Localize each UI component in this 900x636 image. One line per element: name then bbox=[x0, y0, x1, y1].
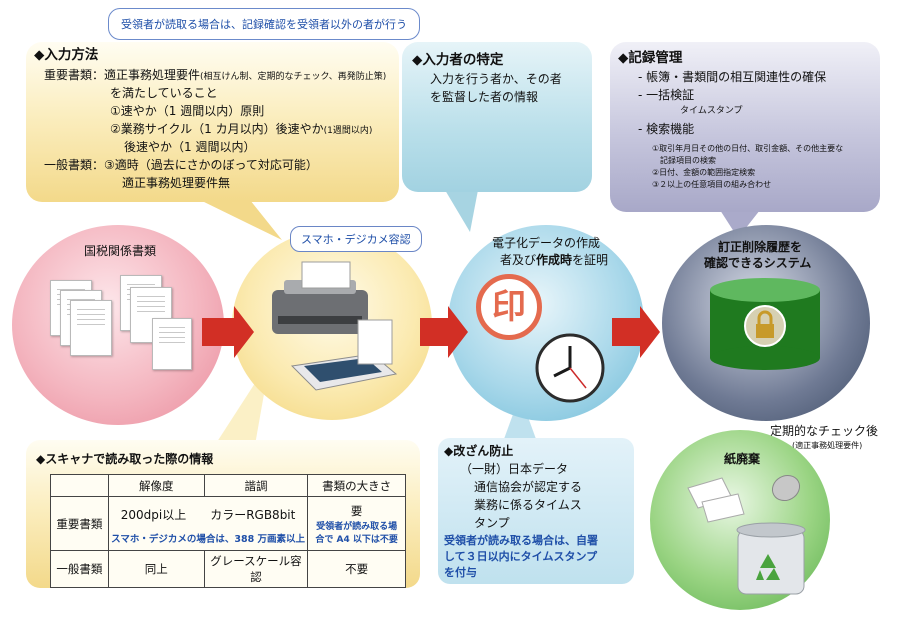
input-method-line2: を満たしていること bbox=[110, 86, 218, 100]
clock-second-hand bbox=[569, 367, 587, 389]
input-method-line4: ②業務サイクル（1 カ月以内）後速やか(1週間以内) bbox=[110, 122, 373, 136]
tamper-line1: （一財）日本データ bbox=[460, 462, 569, 476]
inputter-line1: 入力を行う者か、その者 bbox=[430, 72, 562, 86]
important-size-note2: 合で A4 以下は不要 bbox=[315, 534, 398, 545]
records-callout bbox=[610, 42, 880, 212]
tamper-blue-line2: して３日以内にタイムスタンプ bbox=[444, 550, 598, 563]
scanned-page bbox=[357, 319, 393, 365]
arrow-1-icon bbox=[202, 306, 254, 358]
printer-slot bbox=[278, 316, 362, 324]
digital-line1: 電子化データの作成 bbox=[492, 236, 601, 250]
tamper-line4: タンプ bbox=[474, 516, 510, 530]
scanner-info-title: ◆スキャナで読み取った際の情報 bbox=[36, 452, 214, 466]
important-resolution-color-cell: 200dpi以上 カラーRGB8bit スマホ・デジカメの場合は、388 万画素… bbox=[107, 496, 309, 551]
trash-lid bbox=[771, 474, 801, 502]
periodic-check-note: (適正事務処理要件) bbox=[792, 441, 863, 450]
seal-stamp-icon: 印 bbox=[476, 274, 542, 340]
trash-can-icon bbox=[687, 474, 806, 595]
general-color: グレースケール容認 bbox=[203, 550, 309, 588]
important-size-note1: 受領者が読み取る場 bbox=[316, 521, 398, 532]
input-method-line5: 後速やか（1 週間以内） bbox=[124, 140, 256, 154]
scanner-info-table: 解像度 諧調 書類の大きさ 重要書類 200dpi以上 カラーRGB8bit ス… bbox=[50, 474, 406, 588]
paper-disposal-label: 紙廃棄 bbox=[724, 452, 761, 466]
records-item3: - 検索機能 bbox=[638, 122, 695, 136]
system-line2: 確認できるシステム bbox=[704, 256, 812, 270]
input-method-line7: 適正事務処理要件無 bbox=[122, 176, 231, 190]
table-header-cell: 解像度 bbox=[107, 474, 205, 497]
tamper-box bbox=[438, 438, 634, 584]
input-method-line3: ①速やか（1 週間以内）原則 bbox=[110, 104, 265, 118]
important-size-cell: 要 受領者が読み取る場 合で A4 以下は不要 bbox=[307, 496, 406, 551]
input-method-line1: 重要書類：適正事務処理要件(相互けん制、定期的なチェック、再発防止策) bbox=[44, 68, 387, 82]
inputter-line2: を監督した者の情報 bbox=[430, 90, 539, 104]
receiver-note-bubble: 受領者が読取る場合は、記録確認を受領者以外の者が行う bbox=[108, 8, 420, 40]
input-method-callout bbox=[26, 42, 399, 202]
digital-line2: 者及び作成時を証明 bbox=[500, 253, 609, 267]
periodic-check-label: 定期的なチェック後 bbox=[770, 424, 879, 438]
printer-scanner-icon bbox=[272, 261, 398, 391]
database-bottom bbox=[710, 346, 820, 370]
clock-hour-hand bbox=[553, 366, 571, 378]
arrow-2-icon bbox=[420, 306, 468, 358]
document-sheet-3 bbox=[70, 300, 112, 356]
recycle-icon bbox=[756, 554, 780, 580]
records-sub3: ③２以上の任意項目の組み合わせ bbox=[652, 180, 772, 189]
table-header-cell: 書類の大きさ bbox=[307, 474, 406, 497]
table-row: 一般書類 同上 グレースケール容認 不要 bbox=[50, 550, 406, 588]
tamper-blue-line3: を付与 bbox=[444, 566, 477, 579]
clock-icon bbox=[535, 333, 605, 403]
falling-paper-2 bbox=[701, 493, 745, 523]
general-size: 不要 bbox=[307, 550, 406, 588]
general-docs-label: 一般書類 bbox=[50, 550, 109, 588]
important-color: カラーRGB8bit bbox=[210, 508, 296, 522]
document-sheet-6 bbox=[152, 318, 192, 370]
records-callout-tail bbox=[720, 210, 760, 238]
tamper-title: ◆改ざん防止 bbox=[444, 444, 514, 458]
table-header-cell: 諧調 bbox=[203, 474, 309, 497]
smartphone-camera-tag: スマホ・デジカメ容認 bbox=[290, 226, 422, 252]
records-item1: - 帳簿・書類間の相互関連性の確保 bbox=[638, 70, 827, 84]
tax-docs-label: 国税関係書類 bbox=[84, 244, 157, 258]
records-sub1: ①取引年月日その他の日付、取引金額、その他主要な bbox=[652, 144, 844, 153]
important-size: 要 bbox=[350, 503, 363, 518]
lock-body bbox=[756, 324, 774, 338]
records-item2-sub: タイムスタンプ bbox=[680, 106, 743, 116]
records-title: ◆記録管理 bbox=[618, 50, 683, 66]
important-docs-label: 重要書類 bbox=[50, 496, 109, 551]
general-resolution: 同上 bbox=[107, 550, 205, 588]
important-smartphone-note: スマホ・デジカメの場合は、388 万画素以上 bbox=[111, 534, 305, 545]
important-resolution: 200dpi以上 bbox=[120, 508, 187, 522]
input-callout-tail bbox=[200, 200, 282, 240]
arrow-3-icon bbox=[612, 306, 660, 358]
database-top bbox=[710, 278, 820, 302]
database-lock-icon bbox=[710, 278, 820, 370]
trash-rim bbox=[736, 522, 806, 538]
table-header-cell bbox=[50, 474, 109, 497]
input-method-line6: 一般書類：③適時（過去にさかのぼって対応可能） bbox=[44, 158, 318, 172]
table-header-row: 解像度 諧調 書類の大きさ bbox=[50, 474, 406, 497]
records-sub1b: 記録項目の検索 bbox=[660, 156, 716, 165]
tamper-line3: 業務に係るタイムス bbox=[474, 498, 582, 512]
lock-shackle bbox=[757, 310, 773, 324]
records-sub2: ②日付、金額の範囲指定検索 bbox=[652, 168, 756, 177]
inputter-callout-tail bbox=[445, 190, 478, 232]
tamper-blue-line1: 受領者が読み取る場合は、自署 bbox=[444, 534, 598, 547]
input-method-title: ◆入力方法 bbox=[34, 47, 99, 63]
records-item2: - 一括検証 bbox=[638, 88, 695, 102]
tamper-line2: 通信協会が認定する bbox=[474, 480, 583, 494]
table-row: 重要書類 200dpi以上 カラーRGB8bit スマホ・デジカメの場合は、38… bbox=[50, 496, 406, 551]
tamper-callout-tail bbox=[500, 395, 540, 450]
printer-paper bbox=[301, 261, 351, 289]
inputter-title: ◆入力者の特定 bbox=[412, 52, 504, 68]
system-line1: 訂正削除履歴を bbox=[718, 240, 803, 254]
inputter-callout bbox=[402, 42, 592, 192]
